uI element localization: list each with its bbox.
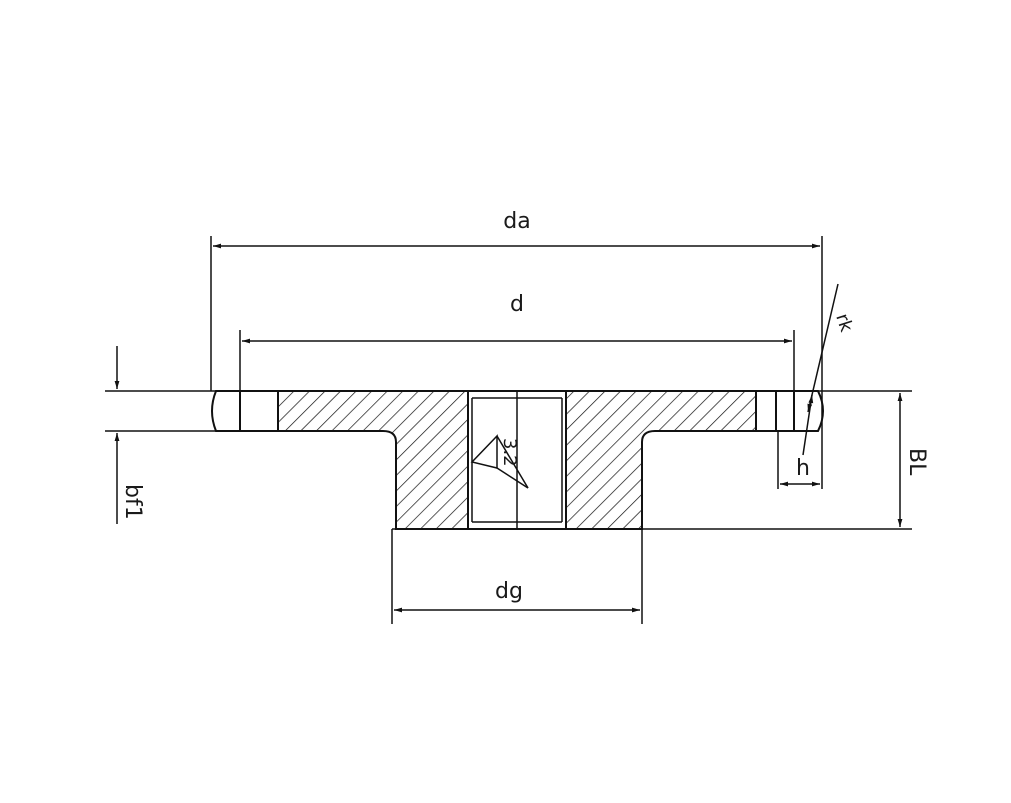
hatched-section-right — [565, 390, 757, 530]
surface-finish-value: 3.2 — [499, 438, 520, 467]
dim-rk-label: rk — [831, 311, 857, 335]
dim-bf1-label: bf1 — [120, 484, 145, 520]
dim-h-label: h — [796, 456, 810, 481]
hatched-section-left — [277, 390, 469, 530]
tooth-rim-right — [756, 390, 824, 432]
dim-rk-leader — [807, 283, 839, 413]
dim-h-leader — [802, 394, 814, 456]
extension-lines — [105, 236, 912, 624]
dim-da-label: da — [503, 209, 530, 234]
surface-finish-symbol — [470, 434, 529, 489]
tooth-rim-left — [211, 390, 278, 432]
dim-d-label: d — [510, 292, 524, 317]
dim-bl-label: BL — [904, 448, 929, 476]
dim-dg-label: dg — [495, 579, 523, 604]
bore — [468, 390, 566, 530]
